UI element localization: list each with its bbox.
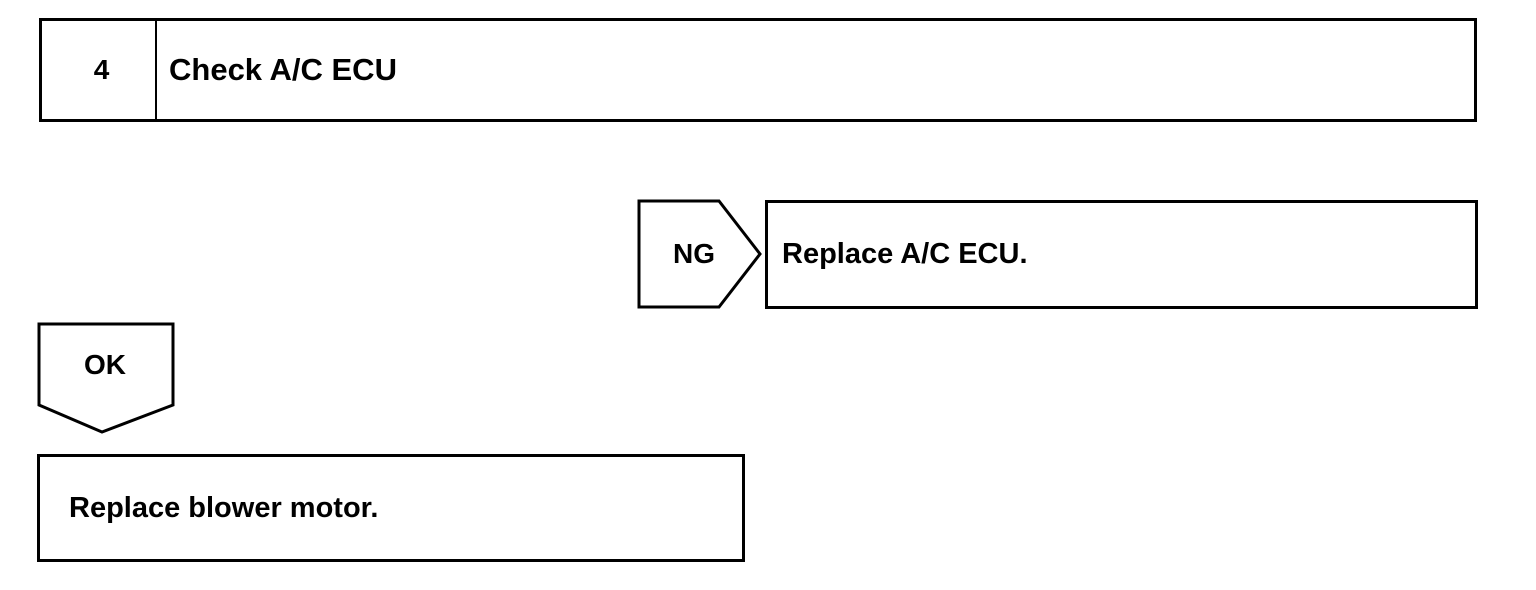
ng-arrow-shape: [637, 199, 762, 309]
step-number-cell: 4: [42, 21, 157, 119]
ok-label: OK: [84, 349, 126, 380]
step-title: Check A/C ECU: [169, 52, 397, 87]
step-number: 4: [93, 54, 110, 85]
ng-action-text: Replace A/C ECU.: [782, 238, 1028, 270]
ok-action-text: Replace blower motor.: [69, 491, 379, 524]
ok-result-box: Replace blower motor.: [37, 454, 745, 562]
step-title-cell: Check A/C ECU: [157, 21, 1474, 119]
ok-arrow-shape: [37, 322, 175, 434]
step-header-box: 4 Check A/C ECU: [39, 18, 1477, 122]
ng-result-box: Replace A/C ECU.: [765, 200, 1478, 309]
ng-label: NG: [673, 238, 715, 269]
